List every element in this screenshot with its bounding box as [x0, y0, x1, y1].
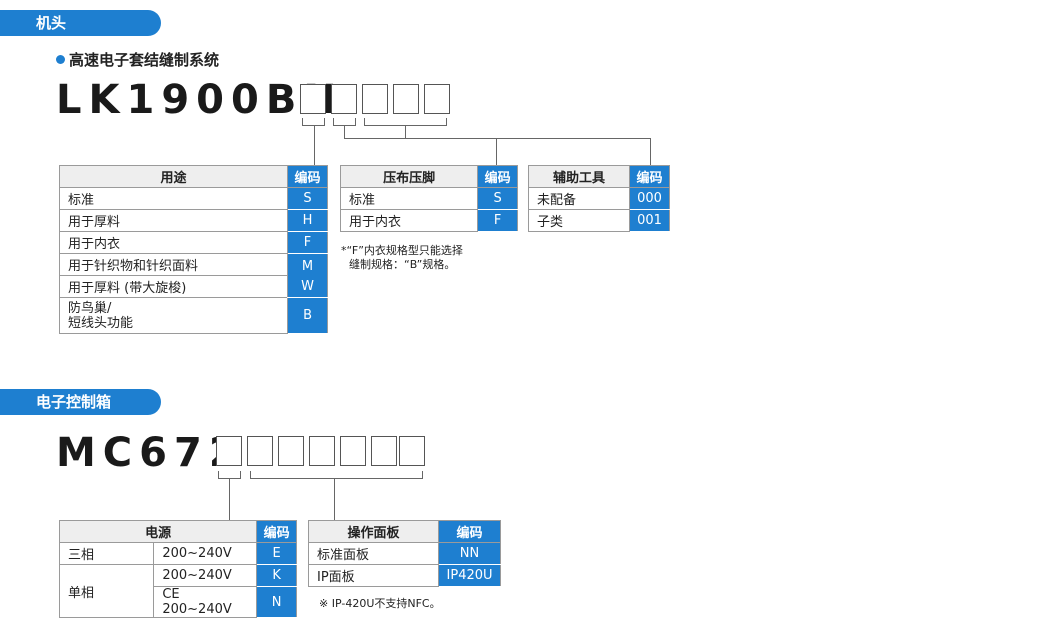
presser-code: S: [477, 187, 518, 210]
power-voltage: 200~240V: [153, 542, 258, 565]
usage-code: M: [301, 258, 314, 274]
control-code-box-4: [309, 436, 335, 466]
section-label-head-text: 机头: [36, 14, 67, 32]
power-voltage: CE 200~240V: [153, 586, 258, 618]
power-group: 单相: [58, 564, 155, 618]
power-table: 电源 编码 三相 200~240V E 单相 200~240V K CE 200…: [58, 520, 297, 618]
panel-header-code: 编码: [438, 520, 501, 543]
usage-name: 用于厚料 (带大旋梭): [58, 275, 289, 298]
control-code-box-6: [371, 436, 397, 466]
table-header-row: 操作面板 编码: [307, 520, 501, 543]
presser-header-name: 压布压脚: [339, 165, 479, 188]
usage-header-code: 编码: [287, 165, 328, 188]
table-row: 子类 001: [527, 209, 670, 232]
control-code-box-1: [216, 436, 242, 466]
presser-name: 标准: [339, 187, 479, 210]
head-code-box-2: [331, 84, 357, 114]
aux-name: 未配备: [527, 187, 631, 210]
panel-header-name: 操作面板: [307, 520, 440, 543]
power-header-name: 电源: [58, 520, 258, 543]
table-row: 用于厚料 (带大旋梭): [58, 275, 328, 298]
power-voltage: 200~240V: [153, 564, 258, 587]
usage-name: 标准: [58, 187, 289, 210]
usage-code: W: [301, 278, 314, 294]
presser-table: 压布压脚 编码 标准 S 用于内衣 F: [339, 165, 518, 232]
table-row: 标准 S: [58, 187, 328, 210]
head-code-box-1: [300, 84, 326, 114]
head-code-box-4: [393, 84, 419, 114]
usage-code: H: [287, 209, 328, 232]
table-row: 三相 200~240V E: [58, 542, 297, 565]
power-group: 三相: [58, 542, 155, 565]
table-header-row: 用途 编码: [58, 165, 328, 188]
panel-name: IP面板: [307, 564, 440, 587]
aux-code: 001: [629, 209, 670, 232]
presser-name: 用于内衣: [339, 209, 479, 232]
table-header-row: 压布压脚 编码: [339, 165, 518, 188]
table-row: 用于内衣 F: [58, 231, 328, 254]
power-header-code: 编码: [256, 520, 297, 543]
usage-code: B: [287, 297, 328, 334]
usage-header-name: 用途: [58, 165, 289, 188]
head-code-box-5: [424, 84, 450, 114]
bullet-dot-icon: [56, 55, 65, 64]
aux-header-code: 编码: [629, 165, 670, 188]
usage-name: 用于厚料: [58, 209, 289, 232]
presser-note-line2: 缝制规格：“B”规格。: [349, 258, 456, 271]
control-code-box-7: [399, 436, 425, 466]
control-code-box-5: [340, 436, 366, 466]
table-row: CE 200~240V N: [60, 586, 297, 618]
control-code-box-2: [247, 436, 273, 466]
usage-name: 用于针织物和针织面料: [58, 253, 289, 276]
panel-code: IP420U: [438, 564, 501, 587]
panel-table: 操作面板 编码 标准面板 NN IP面板 IP420U: [307, 520, 501, 587]
presser-code: F: [477, 209, 518, 232]
table-header-row: 电源 编码: [58, 520, 297, 543]
head-code-box-3: [362, 84, 388, 114]
section-label-control: 电子控制箱: [0, 389, 161, 415]
table-row: 标准 S: [339, 187, 518, 210]
table-row: IP面板 IP420U: [307, 564, 501, 587]
presser-note-line1: *“F”内衣规格型只能选择: [341, 244, 463, 257]
usage-name: 用于内衣: [58, 231, 289, 254]
usage-name: 防鸟巢/短线头功能: [58, 297, 289, 334]
table-row: 未配备 000: [527, 187, 670, 210]
usage-name-line1: 防鸟巢/: [68, 300, 112, 316]
section-label-control-text: 电子控制箱: [36, 393, 112, 411]
table-header-row: 辅助工具 编码: [527, 165, 670, 188]
presser-header-code: 编码: [477, 165, 518, 188]
aux-code: 000: [629, 187, 670, 210]
panel-code: NN: [438, 542, 501, 565]
table-row: 单相 200~240V K: [58, 564, 297, 618]
usage-code: F: [287, 231, 328, 254]
power-code: K: [256, 564, 297, 587]
head-subtitle-text: 高速电子套结缝制系统: [69, 51, 220, 69]
panel-name: 标准面板: [307, 542, 440, 565]
control-model-number: MC672: [56, 430, 244, 476]
table-row: 防鸟巢/短线头功能 B: [58, 297, 328, 334]
head-model-number: LK1900BN: [56, 77, 344, 123]
table-row: 标准面板 NN: [307, 542, 501, 565]
section-label-head: 机头: [0, 10, 161, 36]
power-code: N: [256, 586, 297, 618]
aux-header-name: 辅助工具: [527, 165, 631, 188]
panel-note: ※ IP-420U不支持NFC。: [319, 597, 441, 610]
power-code: E: [256, 542, 297, 565]
aux-table: 辅助工具 编码 未配备 000 子类 001: [527, 165, 670, 232]
table-row: 用于厚料 H: [58, 209, 328, 232]
usage-code: S: [287, 187, 328, 210]
usage-name-line2: 短线头功能: [68, 315, 134, 331]
control-code-box-3: [278, 436, 304, 466]
presser-note: *“F”内衣规格型只能选择 缝制规格：“B”规格。: [341, 244, 463, 272]
table-row: 用于内衣 F: [339, 209, 518, 232]
head-subtitle: 高速电子套结缝制系统: [56, 49, 219, 70]
aux-name: 子类: [527, 209, 631, 232]
